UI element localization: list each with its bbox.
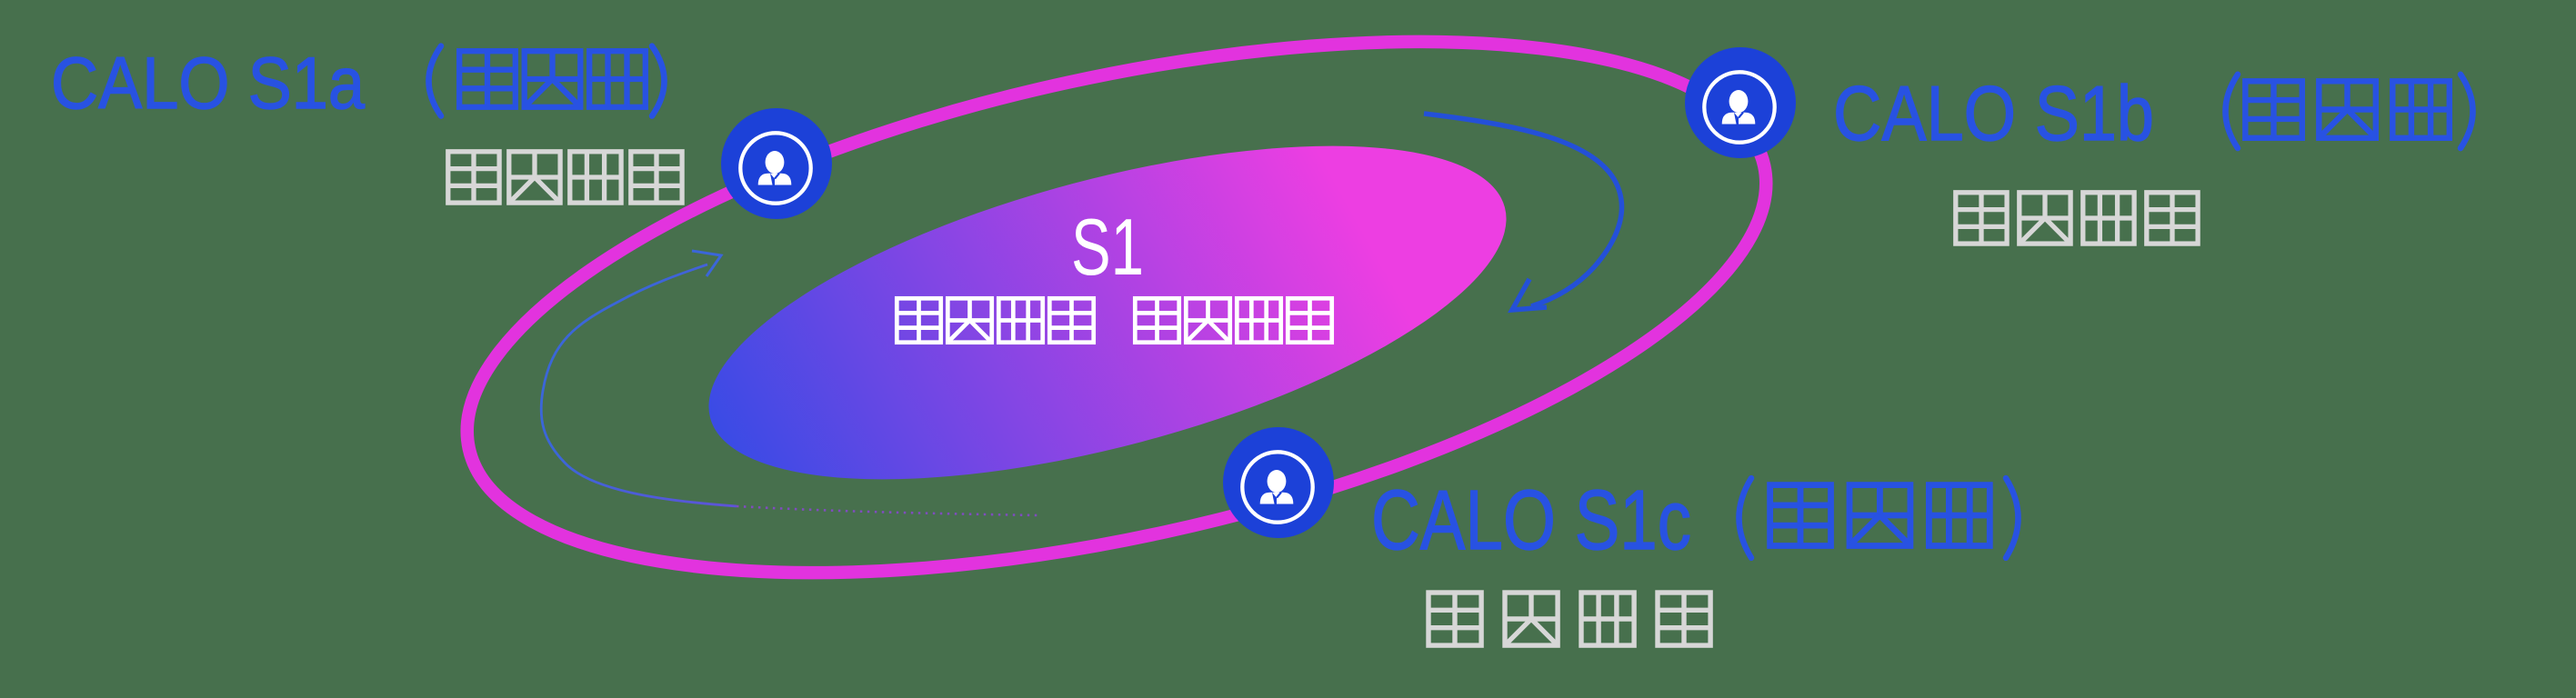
- svg-text:S1: S1: [1071, 202, 1144, 292]
- svg-text:CALO S1b: CALO S1b: [1833, 71, 2154, 157]
- svg-text:CALO S1c: CALO S1c: [1371, 473, 1691, 567]
- svg-text:CALO S1a: CALO S1a: [51, 43, 366, 125]
